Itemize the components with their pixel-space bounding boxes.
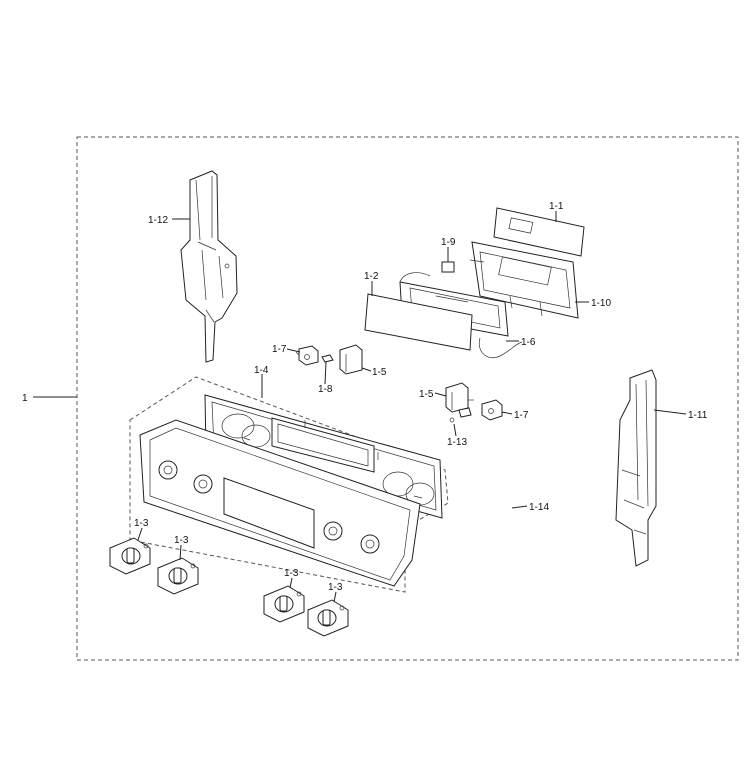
display-board-frame: [469, 241, 579, 319]
leader-lines: [33, 211, 687, 603]
knob-3: [263, 585, 305, 623]
part-labels: 1 1-12 1-1 1-9 1-2 1-10 1-6 1-7 1-8 1-5 …: [22, 201, 708, 593]
label-1-7-left: 1-7: [272, 344, 287, 355]
small-cap: [321, 354, 334, 363]
switch-left: [295, 345, 319, 366]
right-side-bracket: [615, 369, 657, 567]
label-1-11: 1-11: [688, 410, 708, 421]
label-1-5-right: 1-5: [419, 389, 434, 400]
label-1-9: 1-9: [441, 237, 456, 248]
label-1-3-c: 1-3: [284, 568, 299, 579]
switch-right: [481, 399, 503, 421]
label-1-8: 1-8: [318, 384, 333, 395]
knob-1: [109, 537, 151, 575]
front-control-panel: [139, 419, 421, 587]
knob-4: [307, 599, 349, 637]
label-1-10: 1-10: [591, 298, 611, 309]
switch-housing-left: [339, 344, 363, 375]
label-1-3-a: 1-3: [134, 518, 149, 529]
label-1-5-left: 1-5: [372, 367, 387, 378]
assembly-boundary: [76, 136, 739, 661]
display-glass: [364, 293, 473, 351]
display-cover: [493, 207, 585, 257]
panel-group-boundary: [129, 376, 449, 593]
label-1-4: 1-4: [254, 365, 269, 376]
knob-2: [157, 557, 199, 595]
label-1-3-b: 1-3: [174, 535, 189, 546]
small-washer: [449, 407, 472, 423]
label-1-12: 1-12: [148, 215, 168, 226]
label-1-14: 1-14: [529, 502, 549, 513]
label-1-7-right: 1-7: [514, 410, 529, 421]
left-side-bracket: [180, 170, 238, 363]
label-1-3-d: 1-3: [328, 582, 343, 593]
label-1-2: 1-2: [364, 271, 379, 282]
label-1-1: 1-1: [549, 201, 564, 212]
label-1-6: 1-6: [521, 337, 536, 348]
label-assembly: 1: [22, 393, 28, 404]
label-1-13: 1-13: [447, 437, 467, 448]
switch-housing-right: [445, 382, 474, 413]
